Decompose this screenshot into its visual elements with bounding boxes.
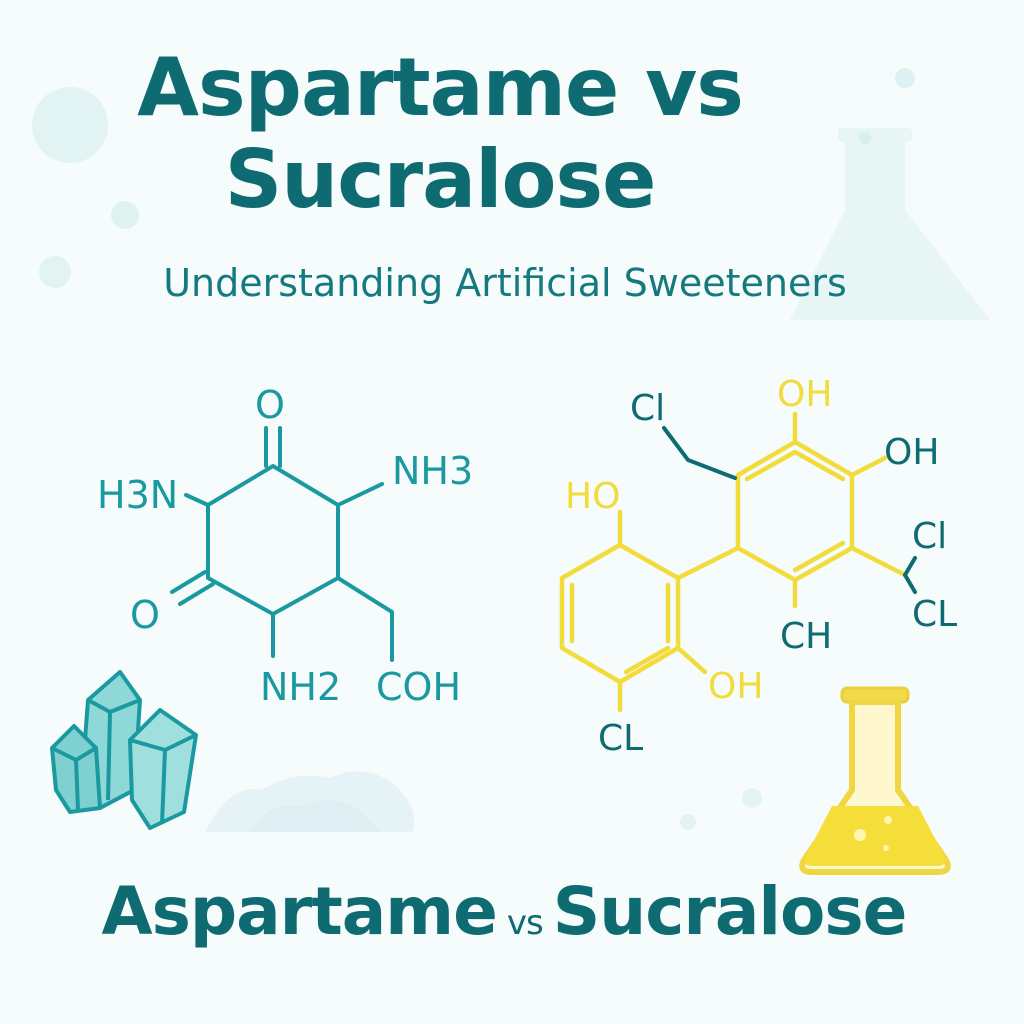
aspartame-label-oxygen-left: O xyxy=(130,593,160,637)
page-title: Aspartame vs Sucralose xyxy=(0,42,880,226)
aspartame-label-right-amine: NH3 xyxy=(392,449,473,493)
title-line-1: Aspartame vs xyxy=(137,41,744,134)
aspartame-label-bottom-amine: NH2 xyxy=(260,665,341,709)
sucralose-label-chloro-right-lower: CL xyxy=(912,594,957,635)
aspartame-label-oxygen-top: O xyxy=(255,383,285,427)
bubble xyxy=(680,814,696,830)
aspartame-label-left-amine: H3N xyxy=(97,473,178,517)
bubble xyxy=(32,87,108,163)
footer-right: Sucralose xyxy=(552,873,908,950)
footer-vs: vs xyxy=(506,903,544,943)
aspartame-bonds xyxy=(170,426,394,662)
sucralose-label-hydroxyl-bottom: OH xyxy=(708,666,763,707)
sucralose-label-hydroxyl-right: OH xyxy=(884,432,939,473)
aspartame-label-acid: COH xyxy=(376,665,461,709)
sugar-pile-icon xyxy=(205,771,415,832)
sucralose-bonds xyxy=(559,411,908,713)
crystals-icon xyxy=(50,670,198,830)
bubble xyxy=(859,132,871,144)
sucralose-label-chloro-top: Cl xyxy=(630,388,665,429)
bubble xyxy=(39,256,71,288)
page-subtitle: Understanding Artificial Sweeteners xyxy=(163,261,847,305)
background-flask-icon xyxy=(790,128,990,320)
bubble xyxy=(895,68,915,88)
sucralose-label-hydroxyl-left: HO xyxy=(565,476,620,517)
bubble xyxy=(742,788,762,808)
flask-icon xyxy=(799,686,951,875)
title-line-2: Sucralose xyxy=(224,133,657,226)
sucralose-label-hydroxyl-top: OH xyxy=(777,374,832,415)
bubble xyxy=(111,201,139,229)
sucralose-label-chloro-right: Cl xyxy=(912,516,947,557)
sucralose-label-carbon-h: CH xyxy=(780,616,832,657)
sucralose-label-chloro-bottom: CL xyxy=(598,718,643,759)
sucralose-chloro-bonds xyxy=(662,426,917,594)
footer-left: Aspartame xyxy=(101,873,498,950)
